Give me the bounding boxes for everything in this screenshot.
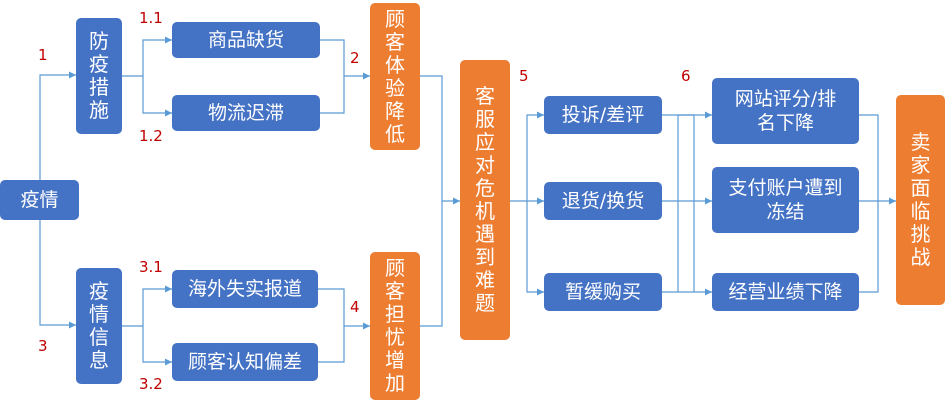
step-label-1: 1	[38, 46, 48, 64]
node-site-rating-label: 网站评分/排名下降	[734, 88, 837, 134]
edge-performance-seller	[859, 201, 879, 293]
node-cs-crisis-label: 客服应对危机遇到难题	[475, 84, 495, 315]
edge-cs-postpone	[526, 201, 544, 296]
edge-prevention-logistics	[142, 76, 172, 117]
node-epidemic-info-label: 疫情信息	[89, 279, 109, 372]
node-seller-challenge: 卖家面临挑战	[896, 95, 945, 305]
step-label-1-2: 1.2	[139, 127, 163, 145]
edge-prevention-stock	[122, 36, 172, 77]
node-concern-rise-label: 顾客担忧增加	[385, 256, 405, 395]
node-logistics-delay: 物流迟滞	[172, 95, 320, 131]
node-out-of-stock-label: 商品缺货	[207, 29, 284, 51]
node-prevention-label: 防疫措施	[89, 29, 109, 122]
edge-epidemic-prevention	[39, 71, 76, 180]
edge-bias-concern	[318, 326, 345, 363]
node-returns: 退货/换货	[544, 182, 662, 220]
edge-reports-concern	[318, 288, 370, 330]
node-complaints-label: 投诉/差评	[561, 104, 645, 126]
step-label-3-2: 3.2	[139, 375, 163, 393]
node-epidemic-info: 疫情信息	[76, 268, 122, 384]
edge-experience-cs	[420, 75, 460, 205]
node-performance-drop-label: 经营业绩下降	[728, 281, 843, 303]
edge-stock-experience	[320, 39, 370, 80]
node-experience-drop: 顾客体验降低	[370, 3, 420, 150]
step-label-4: 4	[350, 298, 360, 316]
edge-info-bias	[142, 326, 172, 366]
node-postpone-label: 暂缓购买	[564, 281, 641, 303]
node-account-frozen-label: 支付账户遭到冻结	[728, 177, 843, 223]
edge-cs-complaints	[510, 111, 544, 202]
edge-concern-cs	[420, 201, 443, 327]
node-out-of-stock: 商品缺货	[172, 22, 320, 58]
step-label-6: 6	[681, 67, 691, 85]
node-account-frozen: 支付账户遭到冻结	[712, 167, 859, 233]
node-experience-drop-label: 顾客体验降低	[385, 6, 405, 146]
edge-rating-seller	[859, 114, 896, 205]
node-site-rating: 网站评分/排名下降	[712, 78, 859, 144]
node-seller-challenge-label: 卖家面临挑战	[910, 130, 931, 269]
node-prevention: 防疫措施	[76, 18, 122, 134]
node-concern-rise: 顾客担忧增加	[370, 252, 420, 400]
edge-epidemic-info	[39, 220, 76, 329]
node-epidemic: 疫情	[0, 180, 79, 220]
node-customer-bias: 顾客认知偏差	[172, 343, 318, 381]
node-cs-crisis: 客服应对危机遇到难题	[460, 60, 510, 340]
step-label-1-1: 1.1	[139, 9, 163, 27]
edge-info-reports	[122, 285, 172, 327]
step-label-5: 5	[519, 67, 529, 85]
step-label-3-1: 3.1	[139, 258, 163, 276]
step-label-3: 3	[38, 337, 48, 355]
edge-logistics-experience	[320, 76, 345, 114]
node-postpone: 暂缓购买	[544, 273, 662, 311]
node-logistics-delay-label: 物流迟滞	[207, 102, 284, 124]
node-false-reports-label: 海外失实报道	[187, 278, 302, 300]
node-customer-bias-label: 顾客认知偏差	[187, 351, 302, 373]
node-complaints: 投诉/差评	[544, 96, 662, 134]
step-label-2: 2	[350, 49, 360, 67]
node-false-reports: 海外失实报道	[172, 270, 318, 308]
node-epidemic-label: 疫情	[20, 189, 59, 211]
node-returns-label: 退货/换货	[561, 190, 645, 212]
node-performance-drop: 经营业绩下降	[712, 273, 859, 311]
